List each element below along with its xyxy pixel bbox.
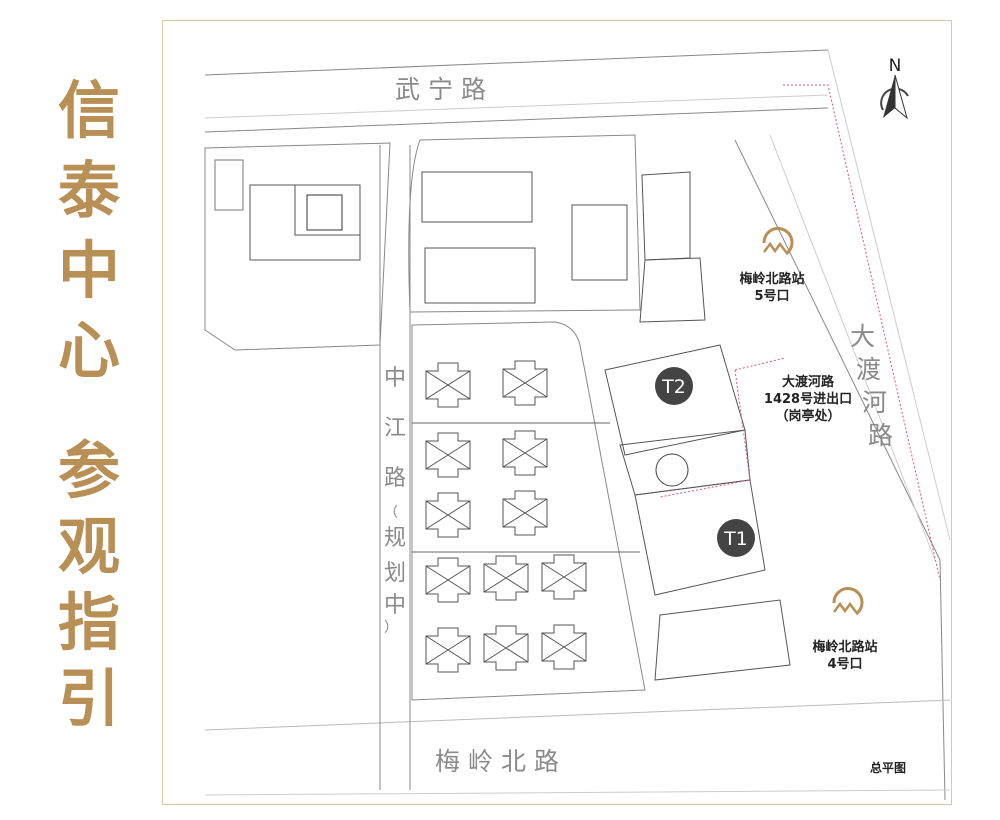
- compass-label: N: [889, 56, 902, 76]
- road-char: 路: [384, 466, 414, 491]
- tower-t2[interactable]: T2: [655, 367, 693, 405]
- villa-building: [425, 432, 471, 478]
- villa-building: [483, 555, 529, 601]
- tower-label: T2: [661, 376, 686, 398]
- villa-building: [502, 490, 548, 536]
- title-char: 参: [57, 434, 120, 507]
- metro-logo-icon: [832, 587, 864, 616]
- metro-exit-number: 4号口: [827, 657, 862, 672]
- villa-building: [541, 554, 587, 600]
- road-char: 路: [868, 421, 901, 450]
- villa-building: [425, 492, 471, 538]
- road-char: 规: [384, 526, 414, 551]
- road-char: 划: [384, 561, 414, 586]
- villa-building: [502, 430, 548, 476]
- villa-building: [502, 360, 548, 406]
- road-char: ）: [384, 620, 406, 636]
- metro-exit-4[interactable]: 梅岭北路站 4号口: [812, 587, 878, 672]
- road-name-east: 大 渡 河 路: [850, 322, 901, 450]
- villa-building: [483, 625, 529, 671]
- villa-building: [425, 557, 471, 603]
- title-char: 泰: [57, 154, 120, 227]
- entrance-line: 1428号进出口: [764, 391, 852, 407]
- tower-t1[interactable]: T1: [717, 519, 755, 557]
- road-char: 渡: [856, 355, 889, 384]
- road-name-north: 武宁路: [395, 75, 494, 104]
- metro-exit-number: 5号口: [754, 289, 789, 304]
- road-char: （: [384, 505, 406, 521]
- north-block: [408, 134, 706, 323]
- entrance-line: （岗亭处）: [775, 408, 840, 424]
- road-char: 中: [384, 593, 414, 618]
- title-char: 观: [57, 510, 120, 583]
- road-char: 江: [384, 416, 414, 441]
- map-caption: 总平图: [870, 760, 906, 775]
- road-name-south: 梅岭北路: [435, 747, 567, 776]
- map-frame: [162, 20, 952, 805]
- entrance-label: 大渡河路 1428号进出口 （岗亭处）: [764, 374, 852, 424]
- title-char: 信: [57, 74, 120, 147]
- title-char: 引: [57, 662, 120, 735]
- road-name-west: 中 江 路 （ 规 划 中 ）: [384, 366, 414, 636]
- villa-building: [541, 624, 587, 670]
- villa-area: [411, 321, 646, 701]
- north-arrow-icon: N: [880, 56, 909, 120]
- entrance-line: 大渡河路: [782, 374, 835, 390]
- road-char: 中: [384, 366, 414, 391]
- villa-building: [425, 362, 471, 408]
- title-char: 中: [57, 234, 120, 307]
- tower-label: T1: [723, 528, 748, 550]
- villa-building: [425, 627, 471, 673]
- metro-logo-icon: [762, 227, 794, 256]
- entrance-boundary: [659, 84, 941, 581]
- title-char: 心: [57, 314, 120, 387]
- west-block: [204, 142, 391, 351]
- title-char: 指: [57, 586, 120, 659]
- title-line2: 参 观 指 引: [52, 440, 126, 744]
- metro-exit-5[interactable]: 梅岭北路站 5号口: [739, 227, 805, 304]
- metro-station-name: 梅岭北路站: [812, 639, 877, 655]
- road-char: 河: [862, 388, 895, 417]
- road-lines: [204, 49, 951, 801]
- road-char: 大: [850, 322, 883, 351]
- title-line1: 信 泰 中 心: [52, 80, 126, 400]
- metro-station-name: 梅岭北路站: [739, 271, 804, 287]
- tower-complex: [604, 344, 791, 681]
- villa-buildings: [425, 360, 587, 673]
